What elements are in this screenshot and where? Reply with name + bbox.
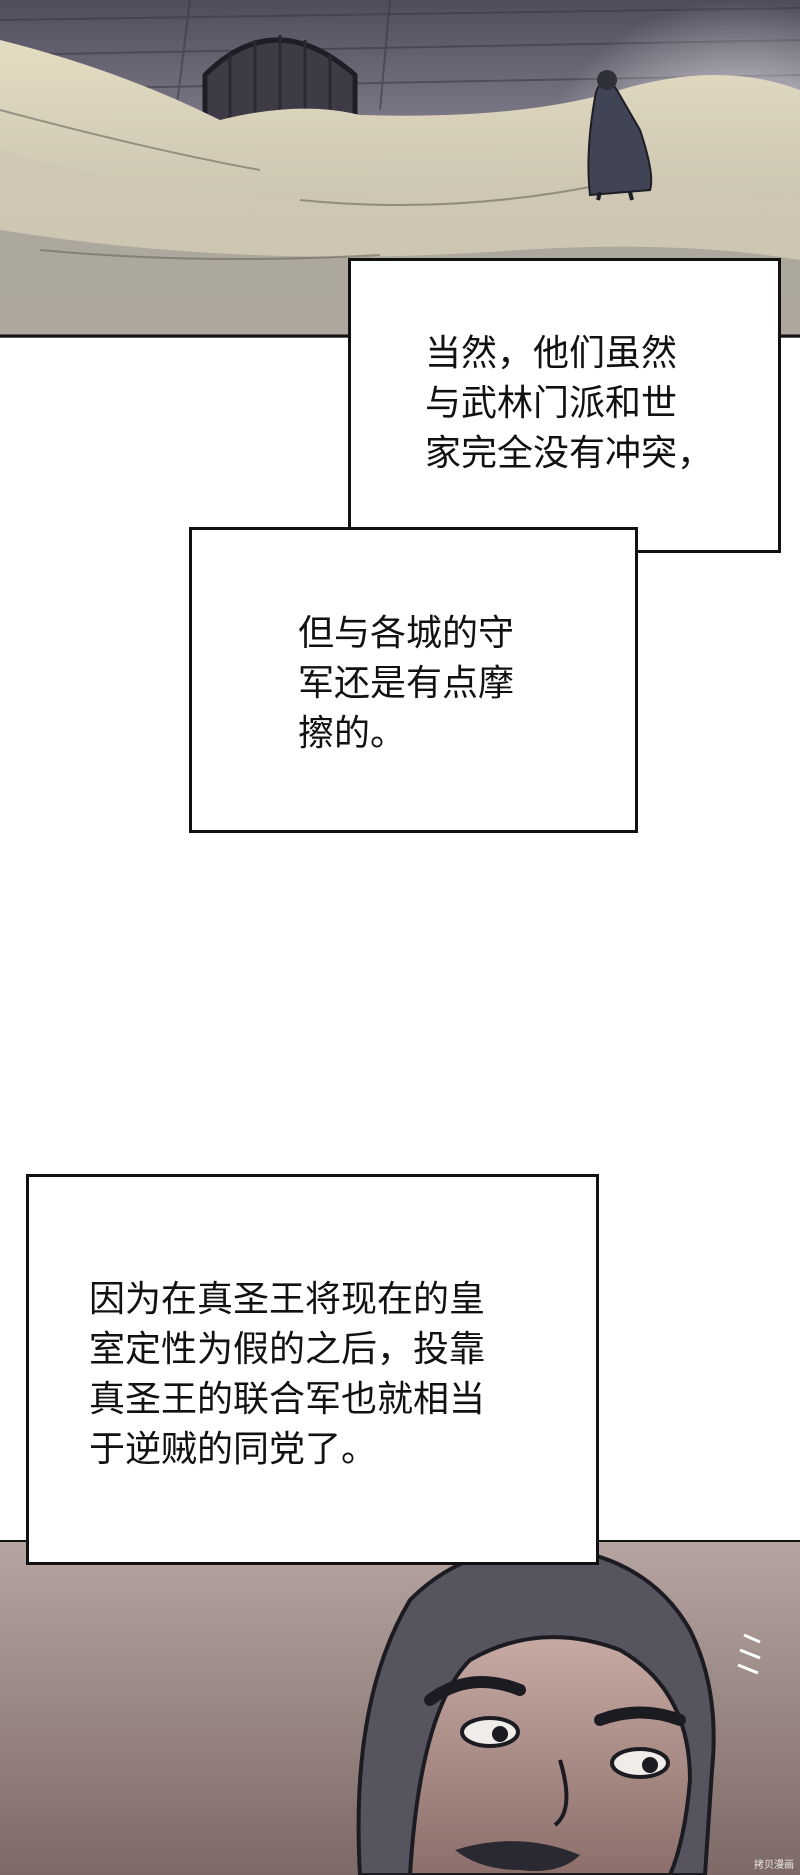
caption-1-line-2: 与武林门派和世 [425,383,678,424]
caption-1-line-3: 家完全没有冲突， [425,433,714,474]
caption-box-1: 当然，他们虽然 与武林门派和世 家完全没有冲突， [348,258,781,553]
caption-2-line-3: 擦的。 [298,713,407,754]
caption-2-line-2: 军还是有点摩 [298,663,515,704]
watermark-text: 拷贝漫画 [754,1860,794,1871]
cloaked-figure-icon [587,70,653,201]
eye-icon [460,1716,520,1748]
caption-3-line-1: 因为在真圣王将现在的皇 [89,1279,486,1320]
caption-3-line-2: 室定性为假的之后，投靠 [89,1329,486,1370]
caption-box-3: 因为在真圣王将现在的皇 室定性为假的之后，投靠 真圣王的联合军也就相当 于逆贼的… [26,1174,599,1565]
caption-1-line-1: 当然，他们虽然 [425,333,678,374]
eye-icon [610,1747,670,1779]
sweat-lines-icon [737,1633,761,1675]
caption-3-line-4: 于逆贼的同党了。 [89,1429,378,1470]
caption-2-line-1: 但与各城的守 [298,613,515,654]
caption-3-line-3: 真圣王的联合军也就相当 [89,1379,486,1420]
caption-box-2: 但与各城的守 军还是有点摩 擦的。 [189,527,638,833]
bottom-face-panel: 拷贝漫画 [0,1540,800,1875]
man-face-illustration [0,1540,800,1875]
